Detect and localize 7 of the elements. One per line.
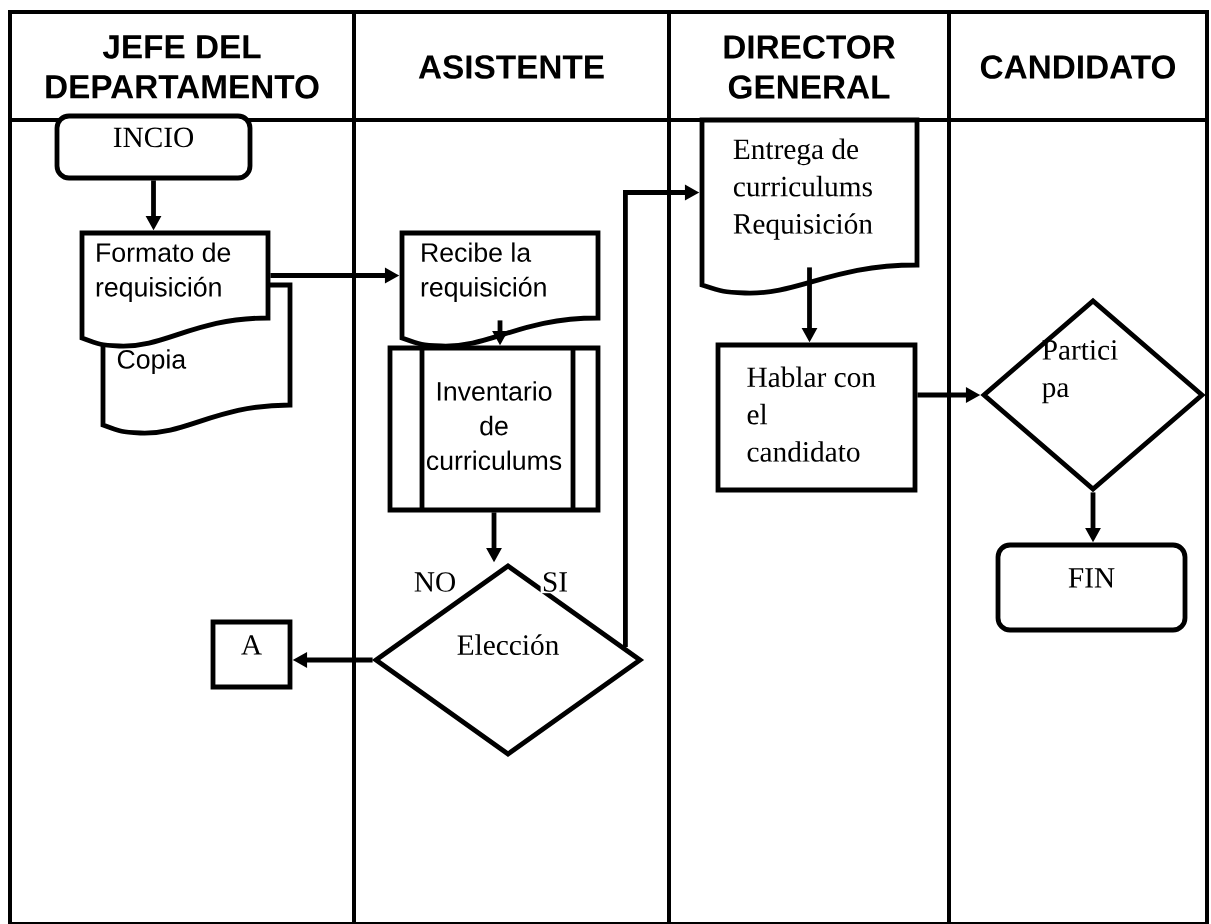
process-box: Hablar con el candidato — [715, 342, 918, 493]
terminal-box: INCIO — [54, 113, 253, 181]
process-box: A — [210, 619, 293, 690]
terminal-box: FIN — [995, 542, 1188, 633]
edge-label: SI — [540, 570, 570, 594]
subprocess-box: Inventario de curriculums — [387, 345, 601, 513]
edge-label: NO — [412, 570, 458, 594]
